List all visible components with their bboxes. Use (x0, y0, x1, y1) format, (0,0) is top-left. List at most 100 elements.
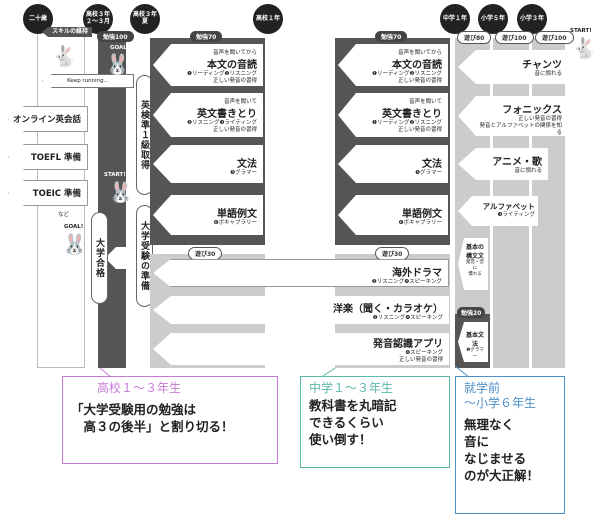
item-sub: ❹スピーキング 正しい発音の習得 (398, 350, 443, 364)
item-title: 単語例文 (217, 209, 257, 220)
item-title: 単語例文 (402, 209, 442, 220)
university-pass-pill: 大学合格 (91, 212, 108, 304)
play100-tag: 遊び100 (535, 31, 574, 44)
timeline-marker: 二十歳 (23, 4, 53, 34)
keep-running-text: Keep running... (67, 78, 109, 84)
rabbit-start-illustration: 🐰 (108, 180, 133, 204)
item-title: 発音認識アプリ (373, 339, 443, 350)
play80-tag: 遊び80 (457, 31, 492, 44)
item-sub: ❺グラマー (415, 170, 442, 176)
timeline-marker: 高校１年 (253, 4, 283, 34)
etc-label: など (58, 212, 70, 218)
item-sub: 音に慣れる (534, 71, 562, 77)
rabbit-running-illustration: 🐇 (52, 44, 77, 68)
item-title: 洋楽（聞く・カラオケ） (333, 304, 443, 315)
left-item-label: TOEIC 準備 (32, 189, 81, 199)
left-item: オンライン英会話 (8, 106, 88, 132)
callout-heading: 高校１〜３年生 (97, 381, 182, 395)
keep-running-arrow: Keep running... (42, 74, 134, 88)
item-pre: 音声を聞いて (224, 99, 257, 105)
timeline-marker: 中学１年 (440, 4, 470, 34)
item-title: 基本文法 (465, 332, 484, 348)
item-pre: 音声を聞いてから (398, 50, 442, 56)
item-sub: ❸ライティング (497, 212, 536, 218)
goal-label: GOAL! (64, 224, 84, 230)
basic-sentence-item: 基本の 構文文発音・音に 慣れる (458, 238, 488, 290)
arrow-left-icon (105, 247, 127, 269)
left-item-label: TOEFL 準備 (30, 153, 81, 163)
timeline-marker: 小学３年 (517, 4, 547, 34)
elementary-item: フォニックス正しい発音の習得 発音とアルファベットの関係を知る (458, 96, 568, 136)
item-title: 海外ドラマ (392, 268, 442, 279)
item-sub: 発音・音に 慣れる (466, 260, 484, 277)
left-item: TOEIC 準備 (8, 180, 88, 206)
item-sub: ❻ボキャブラリー (398, 220, 442, 226)
item-sub: 正しい発音の習得 発音とアルファベットの関係を知る (479, 116, 562, 137)
start-label: START! (570, 28, 592, 34)
item-title: 本文の音読 (207, 60, 257, 71)
item-title: フォニックス (502, 105, 562, 116)
item-sub: ❻ボキャブラリー (213, 220, 257, 226)
item-sub: 音に慣れる (514, 168, 542, 174)
item-title: アニメ・歌 (492, 157, 542, 168)
callout-body: 教科書を丸暗記 できるくらい 使い倒す！ (309, 398, 397, 447)
study20-tag: 勉強20 (457, 307, 486, 318)
item-sub: ❶リーディング❷リスニング 正しい発音の習得 (372, 120, 442, 134)
item-title: アルファベット (482, 202, 535, 211)
study70-tag: 勉強70 (190, 31, 223, 42)
item-sub: ❷リスニング❹スピーキング (372, 315, 443, 321)
study70-tag: 勉強70 (375, 31, 408, 42)
item-sub: ❺グラマー (230, 170, 257, 176)
rabbit-goal-illustration: 🐰 (62, 232, 87, 256)
study100-tag: 勉強100 (97, 31, 134, 42)
play30-tag: 遊び30 (375, 247, 410, 260)
play30-tag: 遊び30 (188, 247, 223, 260)
goal-label: GOAL! (110, 45, 130, 51)
start-label: START! (104, 172, 126, 178)
skills-maintain-label: スキルの維持 (42, 27, 92, 37)
elementary-item: チャンツ音に慣れる (458, 50, 568, 84)
play-item: 洋楽（聞く・カラオケ）❷リスニング❹スピーキング (153, 296, 449, 324)
item-title: 基本の 構文文 (465, 244, 484, 260)
elementary-callout: 就学前 〜小学６年生 無理なく 音に なじませる のが大正解！ (455, 376, 565, 514)
left-item: TOEFL 準備 (8, 144, 88, 170)
callout-heading: 就学前 〜小学６年生 (464, 381, 537, 410)
timeline-marker: 小学５年 (478, 4, 508, 34)
item-title: 文法 (422, 159, 442, 170)
callout-body: 「大学受験用の勉強は 高３の後半」と割り切る！ (71, 402, 234, 434)
divider (37, 367, 85, 368)
rabbit-goal-illustration: 🐰 (105, 52, 130, 76)
timeline-marker: 高校３年 夏 (130, 4, 160, 34)
item-pre: 音声を聞いてから (213, 50, 257, 56)
rabbit-start-illustration: 🐇 (572, 36, 597, 60)
item-title: 本文の音読 (392, 60, 442, 71)
item-sub: ❶リーディング❷リスニング 正しい発音の習得 (372, 71, 442, 85)
left-item-label: オンライン英会話 (12, 115, 81, 125)
item-sub: ❷リスニング❸ライティング 正しい発音の習得 (187, 120, 257, 134)
item-sub: ❺グラマー (466, 348, 484, 359)
item-sub: ❷リスニング❹スピーキング (371, 279, 442, 285)
middle-school-callout: 中学１〜３年生 教科書を丸暗記 できるくらい 使い倒す！ (300, 376, 450, 468)
callout-body: 無理なく 音に なじませる のが大正解！ (464, 417, 540, 483)
study100-column (98, 38, 126, 368)
high-school-callout: 高校１〜３年生 「大学受験用の勉強は 高３の後半」と割り切る！ (62, 376, 278, 464)
elementary-item: アニメ・歌音に慣れる (458, 148, 548, 180)
item-sub: ❶リーディング❷リスニング 正しい発音の習得 (187, 71, 257, 85)
item-title: 英文書きとり (197, 109, 257, 120)
item-title: 文法 (237, 159, 257, 170)
callout-heading: 中学１〜３年生 (309, 381, 394, 395)
play100-tag: 遊び100 (495, 31, 534, 44)
item-pre: 音声を聞いて (409, 99, 442, 105)
